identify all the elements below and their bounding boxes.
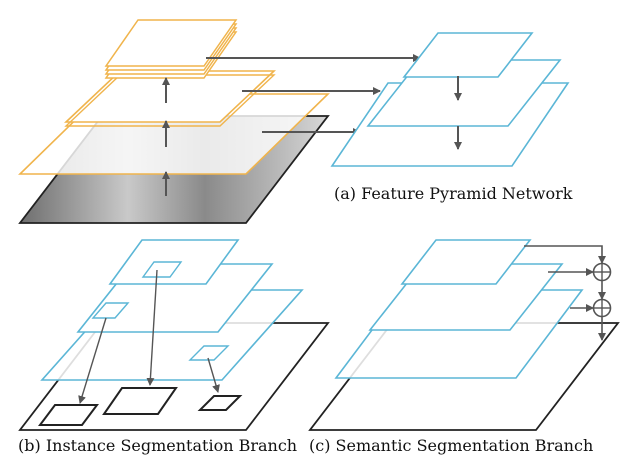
plus-circle-icon [592, 298, 612, 318]
lateral-arrows [206, 54, 421, 136]
caption-semantic-segmentation-branch: (c) Semantic Segmentation Branch [309, 436, 594, 455]
caption-feature-pyramid-network: (a) Feature Pyramid Network [334, 184, 573, 203]
semantic-merge-lines [524, 245, 606, 341]
pyramid-layer-small [402, 32, 534, 78]
backbone-layer-small [104, 19, 238, 79]
roi-arrows [78, 269, 220, 404]
instance-output-boxes [38, 387, 243, 426]
caption-instance-segmentation-branch: (b) Instance Segmentation Branch [18, 436, 298, 455]
plus-circle-icon [592, 262, 612, 282]
semantic-pyramid-small [400, 239, 532, 285]
instance-rois [91, 261, 230, 361]
